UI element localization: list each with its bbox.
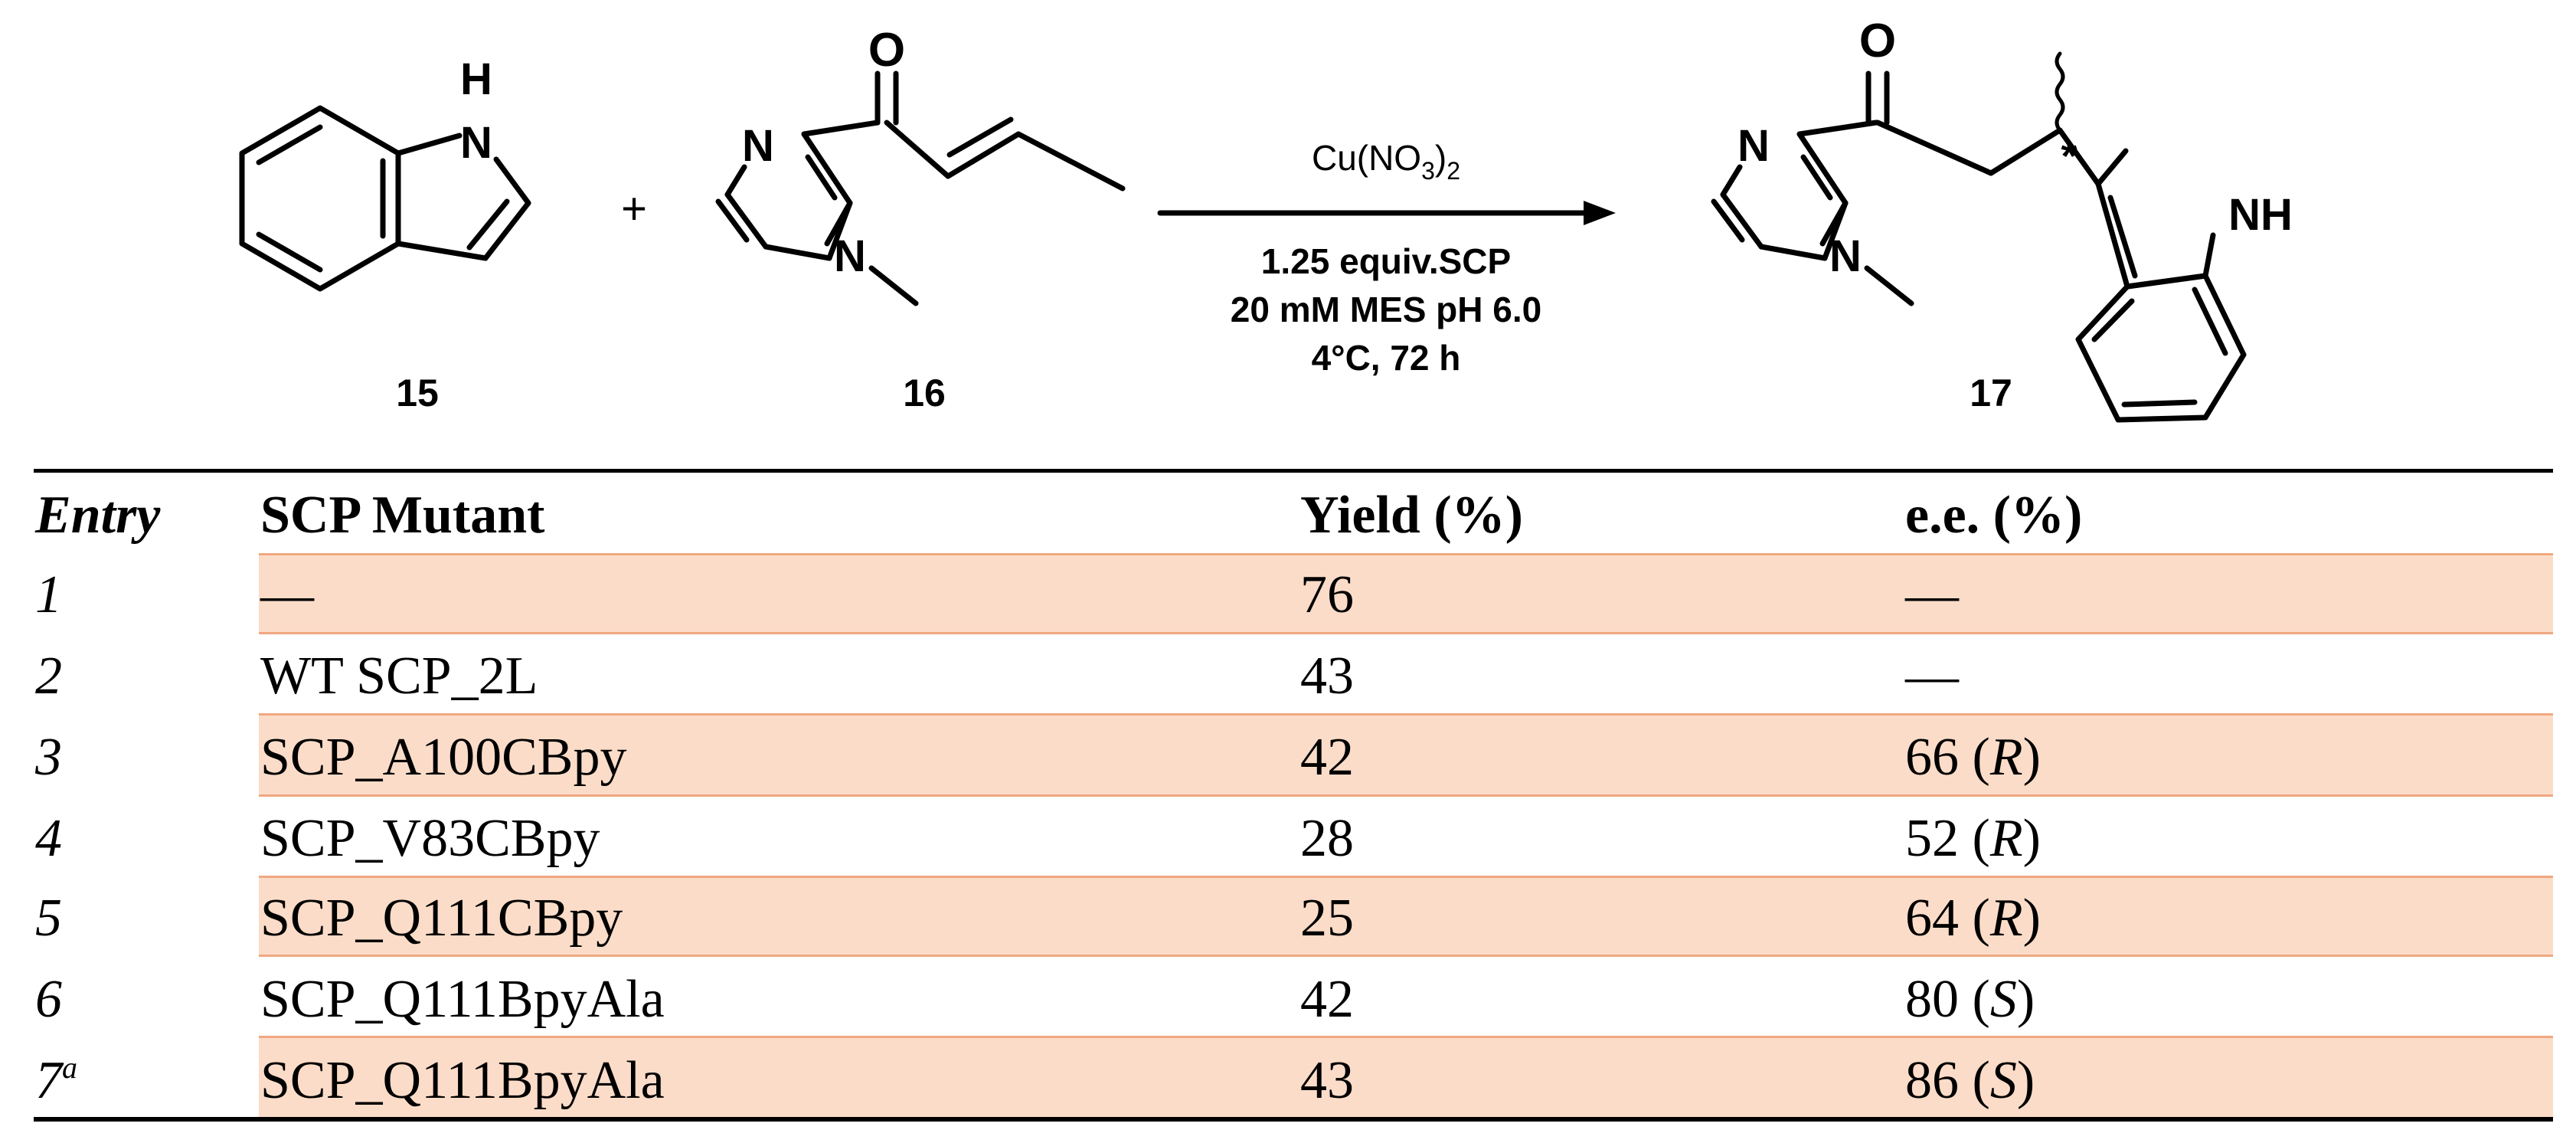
mutant-cell: SCP_Q111BpyAla [260,1051,665,1110]
ee-cell: 80 (S) [1905,970,2035,1029]
footnote-marker: a [62,1050,77,1085]
atom-o-label: O [1859,15,1896,67]
yield-cell: 43 [1300,1051,1354,1110]
entry-cell: 3 [35,728,62,787]
yield-cell: 43 [1300,647,1354,706]
mutant-cell: — [260,565,314,624]
row-separator [259,955,2553,957]
condition-line: 1.25 equiv.SCP [1261,241,1511,281]
yield-cell: 76 [1300,565,1354,624]
atom-n-label: N [834,231,866,281]
compound-15-label: 15 [396,372,439,414]
ee-cell: 86 (S) [1905,1051,2035,1110]
yield-cell: 28 [1300,809,1354,868]
atom-h-label: H [460,54,492,104]
mutant-cell: SCP_Q111CBpy [260,889,623,948]
row-separator [259,1036,2553,1038]
header-ee: e.e. (%) [1905,486,2083,545]
row-band [259,878,2553,955]
entry-cell: 4 [35,809,62,868]
yield-cell: 25 [1300,889,1354,948]
header-separator [259,553,2553,555]
row-separator [259,713,2553,716]
yield-cell: 42 [1300,728,1354,787]
ee-cell: — [1905,565,1959,624]
compound-17-label: 17 [1970,372,2012,414]
reaction-scheme: H N 15 + O N N 16 Cu(NO3)2 1.25 equiv.SC… [239,15,2293,423]
row-separator [259,794,2553,797]
row-separator [259,876,2553,878]
row-separator [259,632,2553,634]
condition-line: 20 mM MES pH 6.0 [1231,290,1541,329]
condition-line: 4°C, 72 h [1312,338,1461,378]
product-structure [1711,51,2247,423]
ee-cell: 52 (R) [1905,809,2041,868]
atom-nh-label: NH [2228,190,2293,240]
ee-cell: 64 (R) [1905,889,2041,948]
mutant-cell: SCP_A100CBpy [260,728,627,787]
yield-cell: 42 [1300,970,1354,1029]
reaction-arrow [1157,201,1616,225]
header-yield: Yield (%) [1300,486,1523,545]
plus-sign: + [621,184,647,234]
entry-cell: 5 [35,889,62,948]
atom-n-label: N [1737,121,1770,171]
atom-o-label: O [868,24,905,77]
atom-n-label: N [742,121,774,171]
mutant-cell: SCP_V83CBpy [260,809,600,868]
catalyst-label: Cu(NO3)2 [1312,138,1460,185]
entry-cell: 6 [35,970,62,1029]
mutant-cell: SCP_Q111BpyAla [260,970,665,1029]
indole-structure [239,105,531,292]
row-band [259,716,2553,794]
entry-cell: 2 [35,647,62,706]
table-top-rule [34,469,2553,473]
entry-cell: 7a [35,1050,77,1110]
atom-n-label: N [1829,231,1862,281]
row-band [259,1038,2553,1117]
header-scp-mutant: SCP Mutant [260,486,545,545]
header-entry: Entry [35,486,161,545]
ee-cell: — [1905,647,1959,706]
mutant-cell: WT SCP_2L [260,647,538,706]
table-bottom-rule [34,1117,2553,1122]
atom-n-label: N [460,118,492,168]
ee-cell: 66 (R) [1905,728,2041,787]
row-band [259,555,2553,632]
stereocenter-marker: * [2061,133,2077,179]
entry-cell: 1 [35,565,62,624]
imidazolyl-enone-structure [715,70,1126,306]
compound-16-label: 16 [903,372,946,414]
